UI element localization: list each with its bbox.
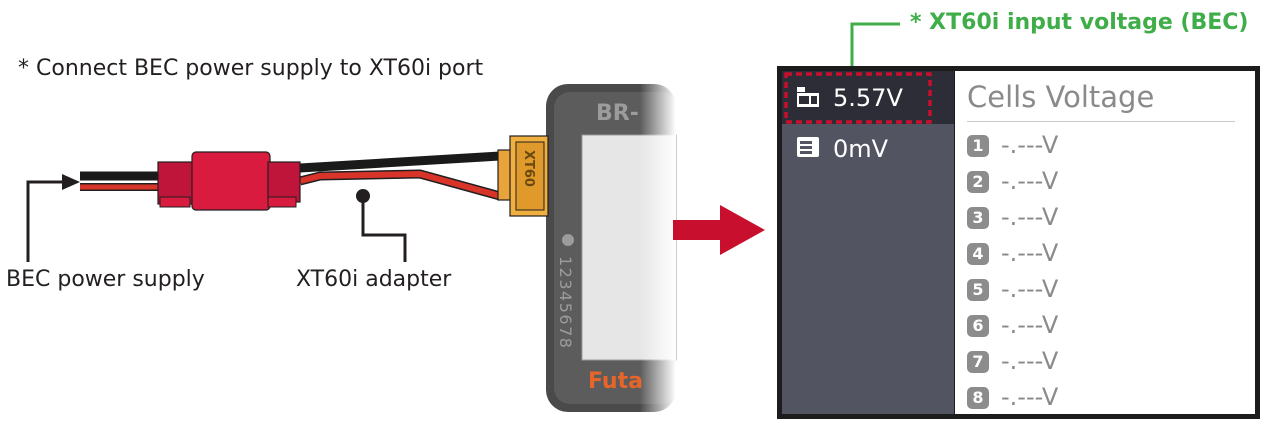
- cell-number-badge: 7: [967, 351, 989, 373]
- cell-row: 1 -.---V: [967, 131, 1227, 161]
- cell-number-badge: 3: [967, 207, 989, 229]
- device-brand-text: Futa: [588, 369, 643, 394]
- bec-voltage-note: * XT60i input voltage (BEC): [910, 10, 1249, 35]
- cell-row: 6 -.---V: [967, 311, 1227, 341]
- charger-device: BR- Futa 12345678: [546, 84, 677, 412]
- xt60-connector: XT60: [497, 135, 549, 217]
- callout-lines: [26, 174, 407, 262]
- cells-voltage-title: Cells Voltage: [967, 80, 1155, 114]
- cell-voltage-value: -.---V: [1001, 167, 1059, 195]
- device-model-text: BR-: [596, 101, 639, 126]
- bec-voltage-callout-line: [850, 22, 900, 84]
- balance-voltage-value[interactable]: 0mV: [833, 135, 889, 163]
- cell-number-badge: 1: [967, 135, 989, 157]
- cell-number-badge: 5: [967, 279, 989, 301]
- xt60-battery-icon: [796, 86, 820, 108]
- device-serial-text: 12345678: [556, 256, 575, 349]
- screen-sidebar: [782, 71, 954, 414]
- cables: [80, 151, 505, 201]
- cell-row: 3 -.---V: [967, 203, 1227, 233]
- cell-number-badge: 8: [967, 387, 989, 409]
- cell-voltage-value: -.---V: [1001, 131, 1059, 159]
- cells-voltage-panel: [955, 71, 1255, 414]
- xt60i-adapter-label: XT60i adapter: [296, 267, 452, 292]
- cell-row: 2 -.---V: [967, 167, 1227, 197]
- title-divider: [967, 121, 1235, 122]
- cell-row: 4 -.---V: [967, 239, 1227, 269]
- result-arrow: [673, 205, 765, 255]
- cell-voltage-value: -.---V: [1001, 203, 1059, 231]
- xt60-voltage-highlight: [784, 72, 932, 124]
- cell-voltage-value: -.---V: [1001, 275, 1059, 303]
- connect-note: * Connect BEC power supply to XT60i port: [18, 56, 484, 81]
- bec-connector: [157, 151, 301, 211]
- cell-number-badge: 6: [967, 315, 989, 337]
- balance-battery-icon: [796, 136, 820, 158]
- cell-voltage-value: -.---V: [1001, 311, 1059, 339]
- cell-number-badge: 2: [967, 171, 989, 193]
- cell-number-badge: 4: [967, 243, 989, 265]
- cell-row: 8 -.---V: [967, 383, 1227, 413]
- cell-voltage-value: -.---V: [1001, 383, 1059, 411]
- cell-row: 5 -.---V: [967, 275, 1227, 305]
- cell-voltage-value: -.---V: [1001, 347, 1059, 375]
- cell-voltage-value: -.---V: [1001, 239, 1059, 267]
- xt60-input-voltage-value[interactable]: 5.57V: [833, 84, 903, 112]
- cell-row: 7 -.---V: [967, 347, 1227, 377]
- xt60-connector-text: XT60: [521, 150, 536, 187]
- bec-power-supply-label: BEC power supply: [6, 267, 205, 292]
